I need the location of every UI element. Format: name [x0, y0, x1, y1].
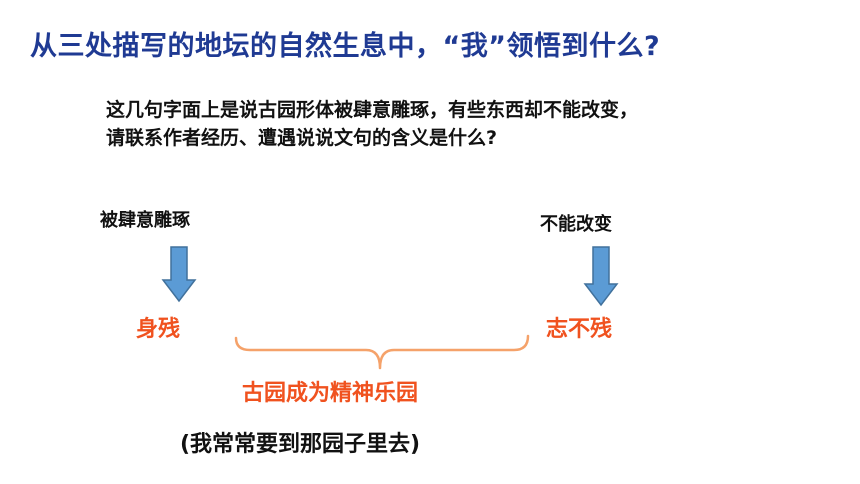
- right-label: 不能改变: [540, 214, 612, 235]
- right-result: 志不残: [546, 317, 613, 342]
- question-line-1: 这几句字面上是说古园形体被肆意雕琢，有些东西却不能改变，: [106, 99, 639, 121]
- down-arrow-right-icon: [583, 246, 619, 307]
- question-line-2: 请联系作者经历、遭遇说说文句的含义是什么?: [106, 127, 498, 149]
- curly-brace: [234, 334, 530, 370]
- note-text: (我常常要到那园子里去): [180, 432, 421, 457]
- slide-title: 从三处描写的地坛的自然生息中，“我”领悟到什么?: [30, 31, 661, 62]
- conclusion-text: 古园成为精神乐园: [242, 381, 419, 406]
- question-text: 这几句字面上是说古园形体被肆意雕琢，有些东西却不能改变， 请联系作者经历、遭遇说…: [106, 96, 638, 152]
- left-label: 被肆意雕琢: [100, 210, 190, 231]
- down-arrow-left-icon: [161, 246, 197, 303]
- left-result: 身残: [136, 317, 181, 342]
